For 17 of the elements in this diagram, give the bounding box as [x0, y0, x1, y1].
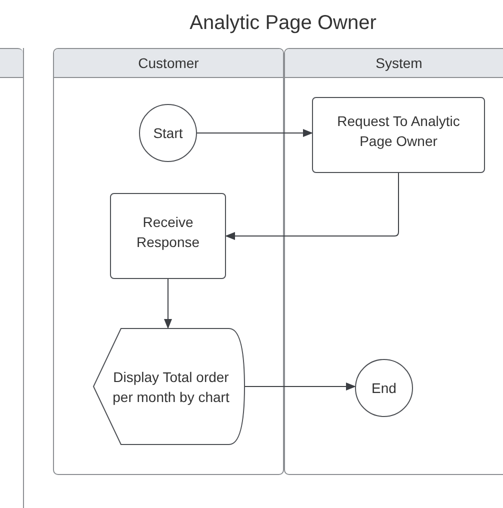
swimlane	[284, 48, 503, 475]
process-box	[312, 97, 485, 173]
node-label: Start	[153, 124, 183, 143]
arrow	[225, 172, 399, 240]
arrow	[164, 278, 172, 329]
diagram-title: Analytic Page Owner	[188, 11, 378, 36]
swimlane	[53, 48, 284, 475]
lane-header: Customer	[54, 49, 283, 78]
node-label: Request To Analytic Page Owner	[336, 112, 461, 151]
node-label: Receive Response	[135, 213, 201, 252]
arrow	[196, 129, 313, 137]
node-label: End	[372, 379, 396, 398]
process-box	[110, 193, 226, 279]
node-label: Display Total order per month by chart	[112, 368, 230, 406]
display-shape	[93, 328, 245, 445]
arrow	[244, 382, 356, 390]
lane-header: System	[285, 49, 503, 78]
